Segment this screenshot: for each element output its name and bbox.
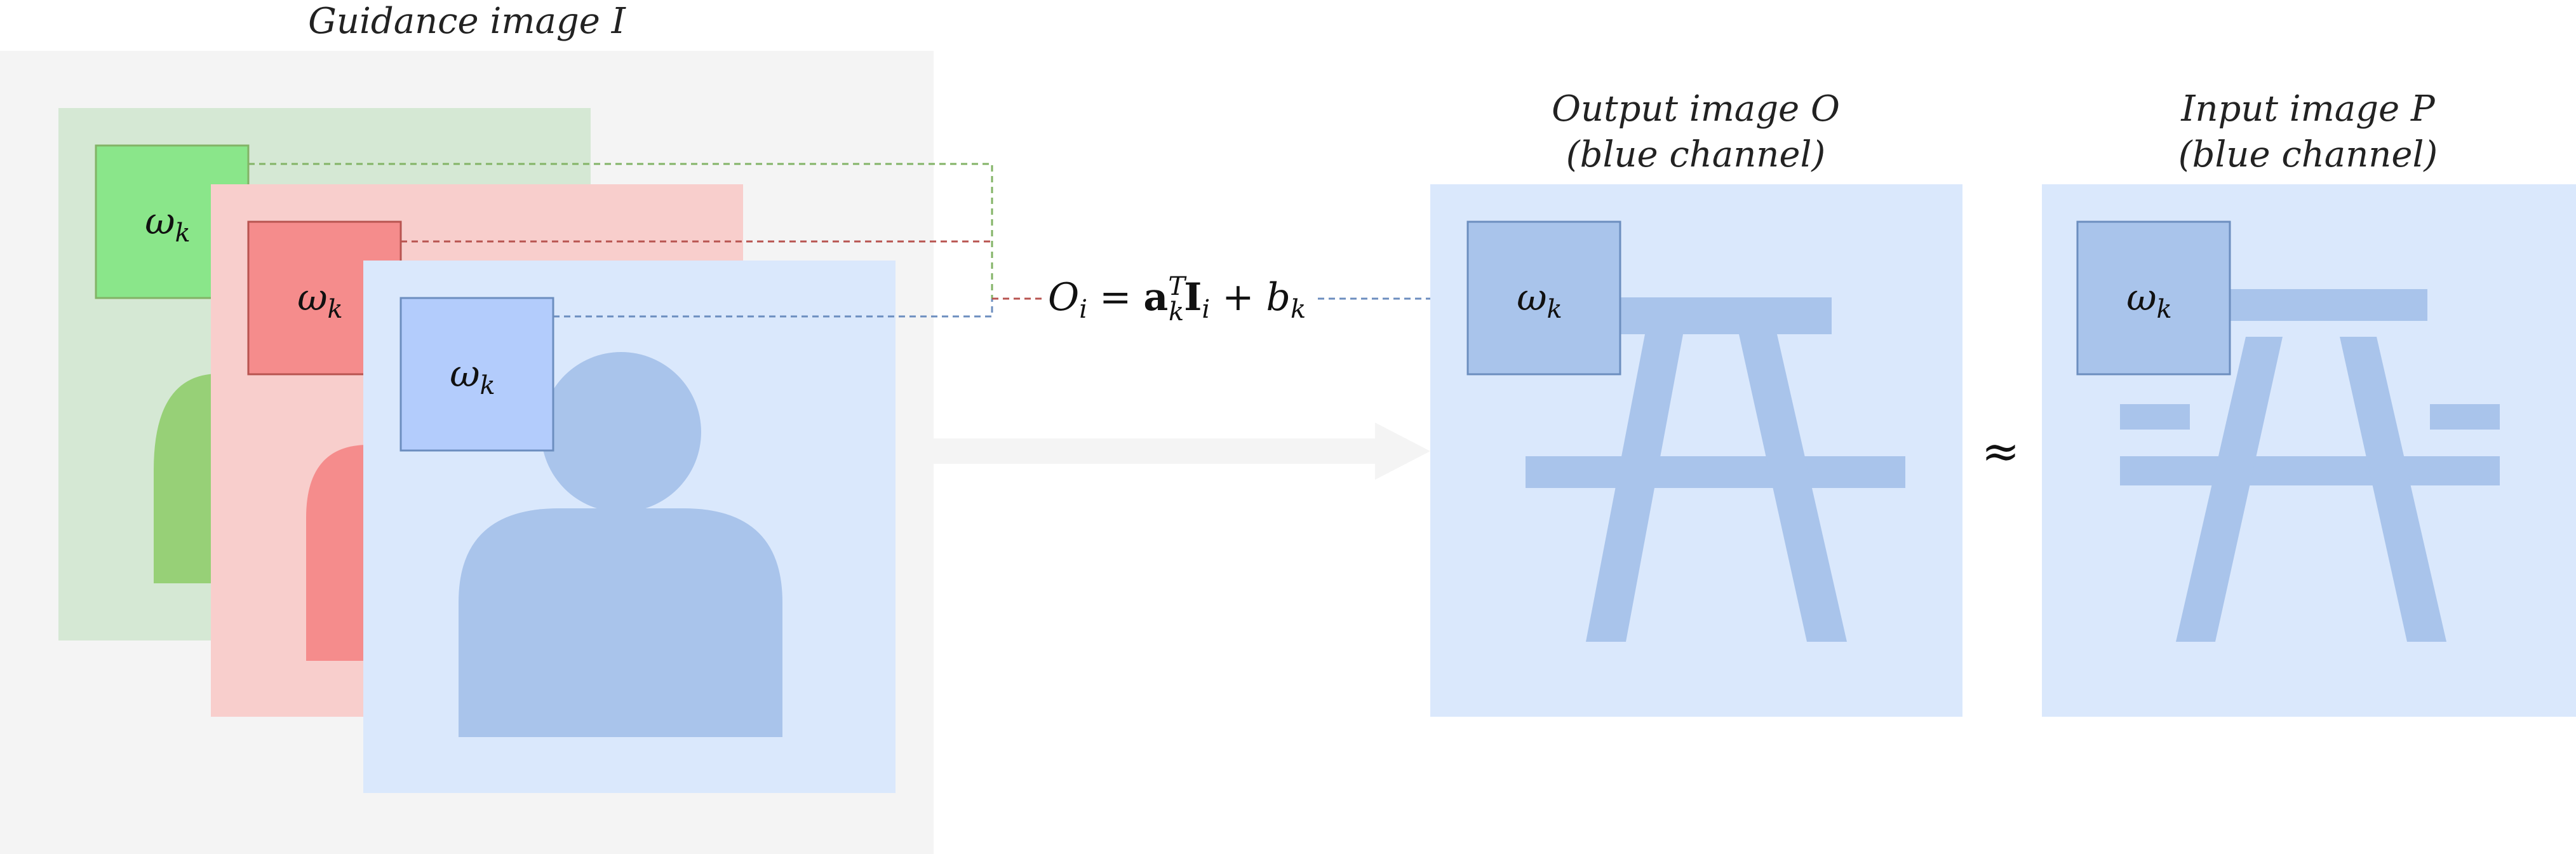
input-table-leg-left (2176, 337, 2283, 642)
green-connector (248, 163, 993, 299)
input-table-leg-right (2340, 337, 2446, 642)
guidance-caption: Guidance image I (308, 1, 627, 42)
input-window-label: ωk (2126, 276, 2172, 324)
output-table-bench (1526, 456, 1905, 488)
input-window (2076, 220, 2231, 376)
green-window-label: ωk (145, 200, 191, 248)
input-bench-end-left (2120, 404, 2190, 430)
output-caption-line2: (blue channel) (1566, 134, 1825, 175)
blue-window-label: ωk (450, 352, 495, 400)
input-table-bench (2120, 456, 2500, 485)
red-person-shape (306, 445, 381, 661)
transform-arrow (934, 423, 1430, 480)
input-bench-end-right (2430, 404, 2500, 430)
red-window-label: ωk (297, 276, 343, 324)
blue-connector (553, 299, 993, 318)
output-window-label: ωk (1517, 276, 1562, 324)
blue-person-body (459, 508, 782, 737)
blue-person-head (541, 352, 701, 512)
approx-symbol: ≈ (1982, 424, 2020, 478)
input-caption-line1: Input image P (2180, 88, 2436, 130)
blue-channel-layer: ωk (363, 261, 896, 793)
output-table-leg-right (1739, 334, 1847, 642)
blue-window (399, 297, 554, 452)
output-table-leg-left (1586, 334, 1683, 642)
green-person-shape (154, 374, 229, 583)
output-window (1466, 220, 1621, 376)
input-table-top (2231, 289, 2427, 321)
output-image: ωk (1430, 184, 1962, 717)
output-table-top (1621, 297, 1832, 334)
input-image: ωk (2042, 184, 2576, 717)
output-caption-line1: Output image O (1552, 88, 1840, 130)
input-caption-line2: (blue channel) (2178, 134, 2438, 175)
